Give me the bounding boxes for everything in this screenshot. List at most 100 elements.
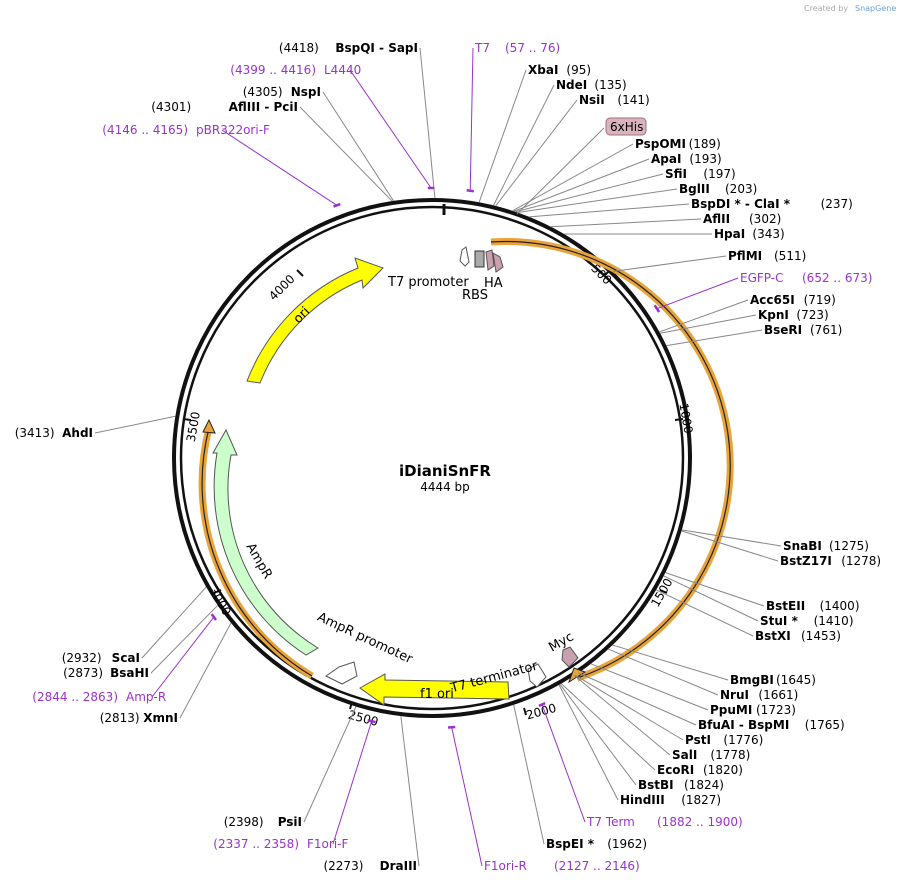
site-name: PpuMI — [710, 703, 752, 717]
restriction-sites: BspQI - SapI(4418)XbaI(95)NdeI(135)NsiI(… — [15, 41, 881, 873]
primer-name: EGFP-C — [740, 271, 783, 285]
primer-leader — [221, 129, 338, 206]
site-leader — [655, 589, 754, 637]
site-name: AflIII - PciI — [229, 100, 298, 114]
myc-tag — [561, 646, 579, 668]
site-leader — [322, 91, 394, 202]
site-leader — [513, 158, 650, 212]
site-leader — [529, 203, 690, 218]
primer-leader — [349, 69, 432, 189]
site-position: (2273) — [323, 859, 363, 873]
site-name: PstI — [685, 733, 711, 747]
site-name: XbaI — [528, 63, 558, 77]
site-position: (4301) — [151, 100, 191, 114]
site-leader — [513, 704, 545, 845]
site-position: (1453) — [801, 629, 841, 643]
ampr-promoter-label: AmpR promoter — [315, 610, 416, 668]
primer-name: pBR322ori-F — [196, 123, 270, 137]
site-leader — [608, 648, 719, 696]
site-leader — [303, 706, 357, 823]
site-name: AhdI — [62, 426, 93, 440]
site-leader — [512, 143, 634, 212]
site-leader — [590, 663, 709, 711]
plasmid-length: 4444 bp — [420, 480, 470, 494]
site-name: PflMI — [728, 249, 762, 263]
site-name: KpnI — [758, 308, 789, 322]
site-name: BstBI — [638, 778, 674, 792]
orf-arc-main-line — [490, 240, 731, 679]
backbone-outer — [172, 198, 692, 718]
site-name: HpaI — [714, 227, 745, 241]
primer-leader — [469, 47, 474, 191]
t7-terminator-arrow — [527, 663, 547, 688]
site-leader — [495, 99, 578, 207]
ha-tag — [492, 252, 504, 273]
site-leader — [574, 674, 684, 741]
site-leader — [179, 622, 232, 719]
site-name: SnaBI — [783, 539, 822, 553]
site-position: (1278) — [841, 554, 881, 568]
site-position: (719) — [804, 293, 836, 307]
site-position: (3413) — [15, 426, 55, 440]
primer-mark — [466, 188, 474, 193]
tick-2500 — [349, 701, 353, 710]
primer-mark — [653, 304, 661, 313]
primer-leader — [541, 704, 586, 823]
ampr-arrowhead — [202, 418, 216, 434]
site-position: (2398) — [224, 815, 264, 829]
primer-name: T7 — [474, 41, 490, 55]
primer-mark — [447, 725, 456, 729]
primer-range: (57 .. 76) — [505, 41, 560, 55]
site-leader — [493, 84, 555, 206]
site-leader — [299, 106, 393, 202]
site-leader — [663, 575, 759, 622]
site-position: (189) — [689, 137, 721, 151]
site-name: NspI — [291, 85, 321, 99]
site-leader — [478, 69, 527, 203]
site-leader — [660, 314, 757, 334]
plasmid-name: iDianiSnFR — [399, 462, 491, 480]
primer-range: (1882 .. 1900) — [657, 815, 743, 829]
his-leader — [516, 127, 605, 215]
site-name: SalI — [672, 748, 697, 762]
site-name: PsiI — [278, 815, 302, 829]
primer-mark — [210, 613, 217, 621]
primer-name: F1ori-F — [307, 837, 348, 851]
site-position: (761) — [810, 323, 842, 337]
ampr-promoter-arrow — [325, 661, 358, 685]
site-leader — [574, 675, 671, 756]
site-name: BmgBI — [730, 673, 774, 687]
credit-prefix: Created by — [804, 4, 848, 13]
primer-range: (2844 .. 2863) — [32, 690, 118, 704]
ha-label: HA — [484, 276, 503, 291]
site-leader — [665, 572, 765, 607]
tick-label-3500: 3500 — [184, 411, 203, 444]
site-leader — [94, 415, 176, 434]
site-position: (197) — [703, 167, 735, 181]
tick-label-1000: 1000 — [676, 402, 695, 435]
site-leader — [150, 604, 219, 674]
primer-leader — [451, 727, 483, 867]
his-label: 6xHis — [610, 120, 643, 134]
ampr-arrow — [212, 428, 319, 656]
site-name: HindIII — [620, 793, 665, 807]
primer-name: F1ori-R — [484, 859, 527, 873]
primer-range: (2337 .. 2358) — [213, 837, 299, 851]
site-position: (1827) — [681, 793, 721, 807]
site-name: BspEI * — [546, 837, 595, 851]
site-position: (95) — [566, 63, 591, 77]
site-name: ScaI — [112, 651, 140, 665]
site-position: (2932) — [62, 651, 102, 665]
tick-1000 — [674, 418, 684, 421]
orf-arrowhead — [568, 667, 587, 684]
site-position: (141) — [617, 93, 649, 107]
primer-name: Amp-R — [126, 690, 166, 704]
primer-sites: T7(57 .. 76)(4399 .. 4416)L4440(4146 .. … — [32, 41, 872, 873]
site-position: (135) — [594, 78, 626, 92]
tick-500 — [603, 269, 611, 277]
primer-leader — [656, 277, 739, 310]
primer-name: L4440 — [324, 63, 361, 77]
site-name: BspQI - SapI — [335, 41, 418, 55]
primer-range: (4399 .. 4416) — [230, 63, 316, 77]
site-name: NdeI — [556, 78, 587, 92]
